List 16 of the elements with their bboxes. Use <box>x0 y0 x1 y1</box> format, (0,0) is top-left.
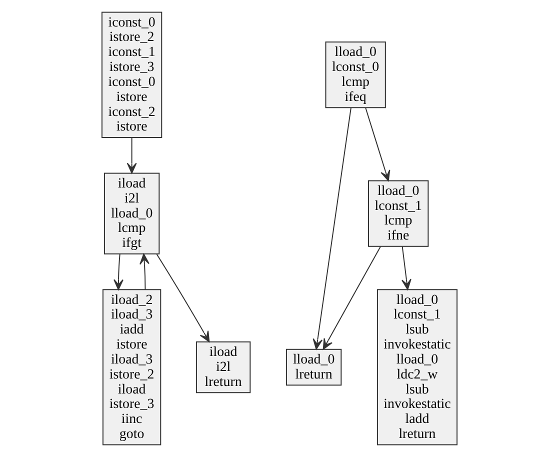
node-box: iload i2l lreturn <box>196 341 251 394</box>
node-box: iconst_0 istore_2 iconst_1 istore_3 iconst_0 istore iconst_2 istore <box>101 12 162 138</box>
node-box: iload_2 iload_3 iadd istore iload_3 istore_2 iload istore_3 iinc goto <box>102 289 162 446</box>
arrow <box>126 137 137 174</box>
node-box: iload i2l lload_0 lcmp ifgt <box>104 172 160 254</box>
node-box: lload_0 lconst_1 lcmp ifne <box>368 180 429 247</box>
arrow <box>140 254 150 290</box>
node-box: lload_0 lreturn <box>286 348 342 386</box>
arrow <box>156 254 210 342</box>
node-box: lload_0 lconst_0 lcmp ifeq <box>325 42 386 108</box>
arrow <box>114 254 124 290</box>
node-box: lload_0 lconst_1 lsub invokestatic lload_0 ldc2_w lsub invokestatic ladd lreturn <box>376 289 458 446</box>
arrow <box>365 107 390 182</box>
arrow <box>312 107 352 350</box>
arrow <box>402 246 412 290</box>
arrow <box>322 246 381 350</box>
